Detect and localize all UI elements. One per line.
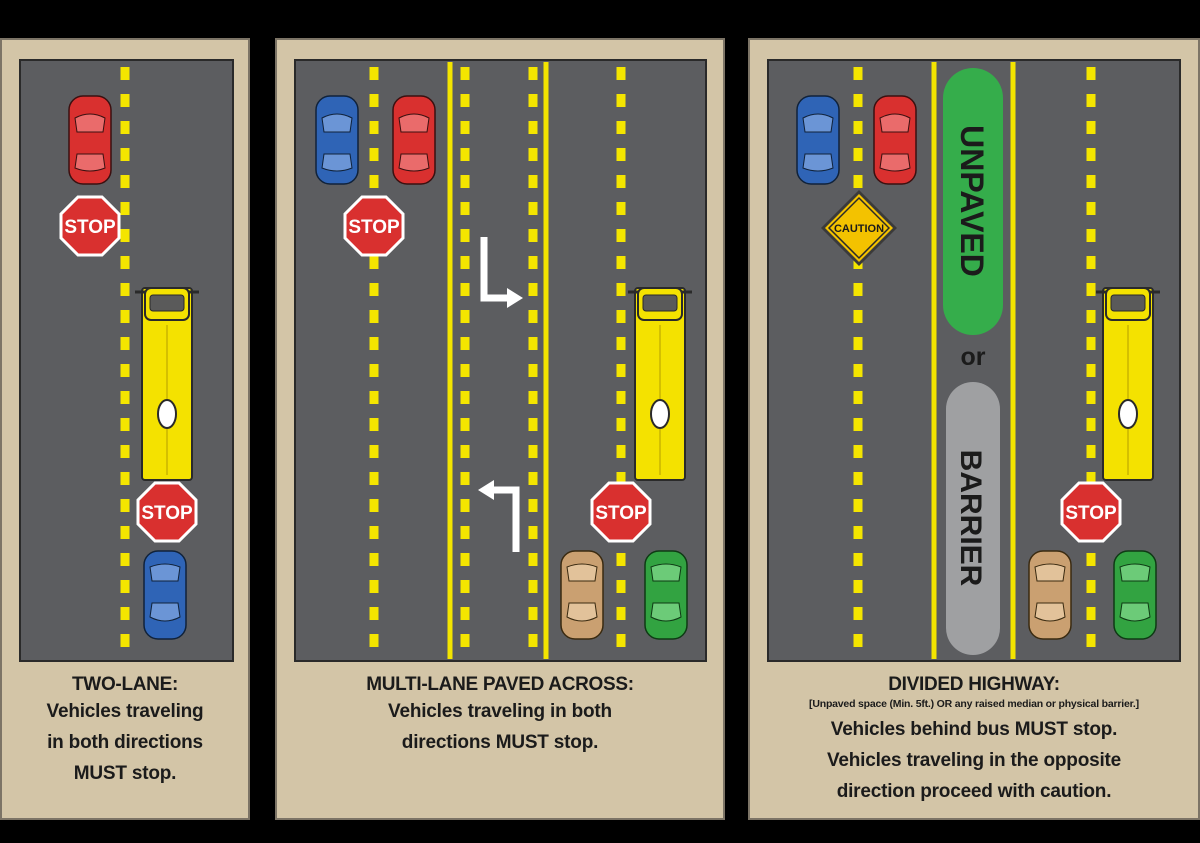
panel-note: [Unpaved space (Min. 5ft.) OR any raised… <box>809 698 1139 710</box>
two-lane-road-diagram: STOP STOP <box>19 59 234 662</box>
tan-car <box>1028 550 1072 640</box>
barrier-median: BARRIER <box>946 382 1000 655</box>
blue-car <box>796 95 840 185</box>
panel-title: TWO-LANE: <box>72 674 178 695</box>
blue-car <box>143 550 187 640</box>
panel-title: DIVIDED HIGHWAY: <box>888 674 1060 695</box>
svg-text:CAUTION: CAUTION <box>834 223 884 235</box>
blue-car <box>315 95 359 185</box>
divided-highway-road-diagram: UNPAVED or BARRIER CAUTION <box>767 59 1181 662</box>
caption-line: in both directions <box>47 732 203 753</box>
caption-line: directions MUST stop. <box>401 732 599 753</box>
caution-sign: CAUTION <box>821 190 897 266</box>
stop-sign: STOP <box>136 481 198 543</box>
stop-sign: STOP <box>343 195 405 257</box>
caption-line: Vehicles traveling in the opposite <box>826 750 1122 771</box>
red-car <box>68 95 112 185</box>
svg-text:STOP: STOP <box>1065 503 1117 524</box>
caption-line: direction proceed with caution. <box>836 781 1112 802</box>
svg-text:STOP: STOP <box>595 503 647 524</box>
panel-multi-lane: STOP STOP MULTI-LANE PAVED ACROSS: Ve <box>275 38 725 820</box>
svg-text:STOP: STOP <box>64 217 116 238</box>
stop-sign: STOP <box>1060 481 1122 543</box>
panel-divided-highway: UNPAVED or BARRIER CAUTION <box>748 38 1200 820</box>
svg-text:STOP: STOP <box>348 217 400 238</box>
school-bus <box>1096 287 1160 481</box>
unpaved-median: UNPAVED <box>943 68 1003 335</box>
green-car <box>1113 550 1157 640</box>
green-car <box>644 550 688 640</box>
svg-text:BARRIER: BARRIER <box>954 450 987 587</box>
divided-highway-caption: DIVIDED HIGHWAY: [Unpaved space (Min. 5f… <box>750 674 1198 807</box>
caption-line: Vehicles behind bus MUST stop. <box>830 719 1118 740</box>
caption-line: MUST stop. <box>73 763 177 784</box>
caption-line: Vehicles traveling in both <box>388 701 612 722</box>
multi-lane-road-diagram: STOP STOP <box>294 59 707 662</box>
median-or-label: or <box>961 343 986 371</box>
panel-title: MULTI-LANE PAVED ACROSS: <box>366 674 634 695</box>
stop-sign: STOP <box>590 481 652 543</box>
multi-lane-caption: MULTI-LANE PAVED ACROSS: Vehicles travel… <box>277 674 723 758</box>
stop-sign: STOP <box>59 195 121 257</box>
tan-car <box>560 550 604 640</box>
svg-text:STOP: STOP <box>141 503 193 524</box>
two-lane-caption: TWO-LANE: Vehicles traveling in both dir… <box>2 674 248 789</box>
turn-arrow-right <box>480 237 523 308</box>
svg-text:UNPAVED: UNPAVED <box>954 125 990 277</box>
panel-two-lane: STOP STOP TWO-LANE: Vehicles traveling i… <box>0 38 250 820</box>
red-car <box>873 95 917 185</box>
caption-line: Vehicles traveling <box>46 701 204 722</box>
school-bus <box>135 287 199 481</box>
red-car <box>392 95 436 185</box>
school-bus <box>628 287 692 481</box>
turn-arrow-left <box>478 480 520 552</box>
